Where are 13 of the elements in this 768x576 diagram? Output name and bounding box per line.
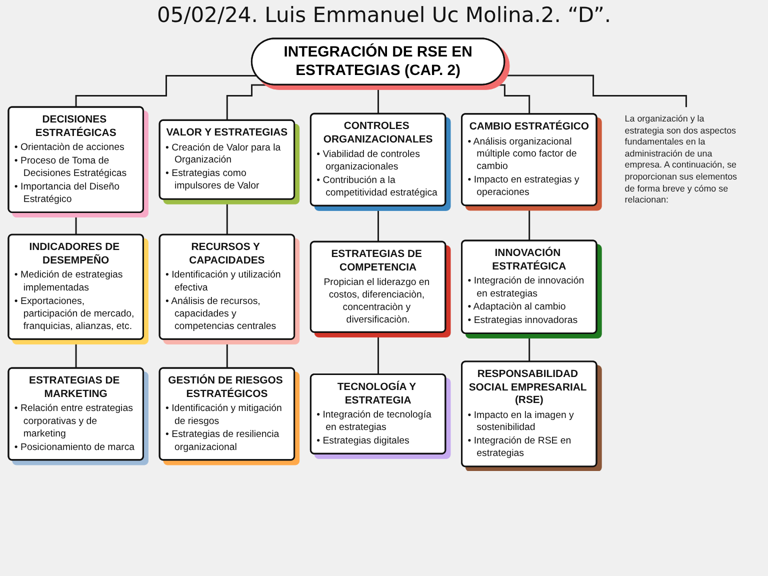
node-text: La organización y la estrategia son dos aspectos fundamentales en la administración de una empresa. A continuación, se proporcionan sus elementos de forma breve y cómo se relacionan:: [624, 113, 738, 205]
connector: [500, 74, 687, 108]
connector: [377, 84, 380, 115]
connector: [377, 205, 380, 243]
title: 05/02/24. Luis Emmanuel Uc Molina.2. “D”.: [156, 2, 612, 29]
connector: [75, 212, 77, 236]
connector: [75, 338, 77, 370]
connector: [226, 198, 228, 236]
connector: [75, 74, 257, 108]
connector: [226, 338, 228, 370]
connector: [528, 332, 530, 363]
connector: [377, 332, 380, 376]
connector: [528, 204, 530, 242]
